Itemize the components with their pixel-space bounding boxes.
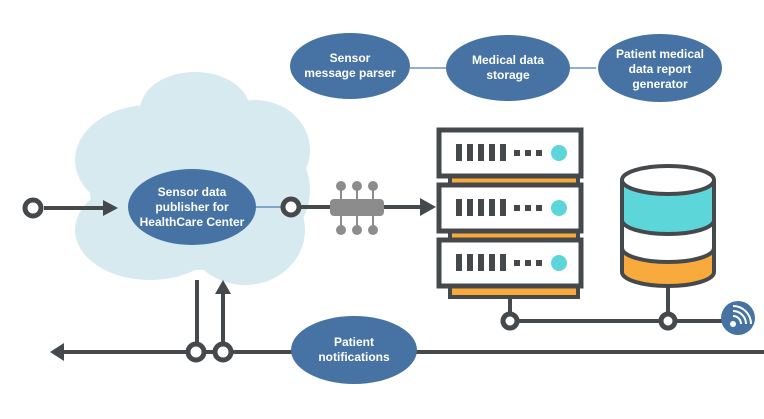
server-icon xyxy=(436,182,584,244)
node-report-generator xyxy=(598,34,722,102)
server-icon xyxy=(436,237,584,299)
wireless-icon xyxy=(721,301,755,335)
node-medical-storage xyxy=(446,35,570,101)
database-icon xyxy=(620,164,716,288)
storage-bus xyxy=(500,287,728,331)
server-icon xyxy=(436,127,584,189)
server-stack xyxy=(436,127,584,299)
publisher-output-connector xyxy=(280,196,436,218)
node-notifications xyxy=(291,316,417,384)
network-hub-icon xyxy=(330,181,384,235)
input-connector xyxy=(22,197,118,219)
node-publisher xyxy=(128,169,256,245)
node-sensor-parser xyxy=(290,33,410,99)
